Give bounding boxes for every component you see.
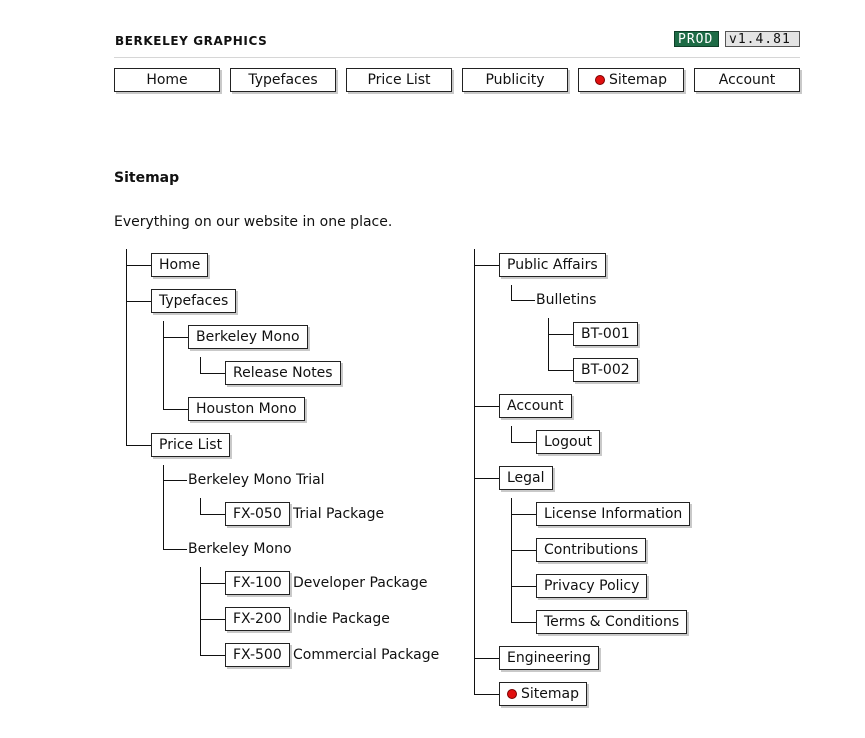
- tree-sitemap-label: Sitemap: [521, 686, 579, 702]
- tree-public-affairs[interactable]: Public Affairs: [499, 253, 606, 277]
- active-dot-icon: [507, 689, 517, 699]
- tree-contributions[interactable]: Contributions: [536, 538, 647, 562]
- tree-fx500-label: Commercial Package: [293, 647, 440, 663]
- tree-account[interactable]: Account: [499, 394, 572, 418]
- tree-terms-conditions[interactable]: Terms & Conditions: [536, 610, 688, 634]
- tree-group-bulletins: Bulletins: [536, 292, 597, 308]
- tree-group-berkeley-mono-trial: Berkeley Mono Trial: [188, 472, 325, 488]
- tree-fx200-label: Indie Package: [293, 611, 390, 627]
- brand-logo[interactable]: BERKELEY GRAPHICS: [115, 34, 268, 48]
- tree-fx200[interactable]: FX-200: [225, 607, 290, 631]
- nav-account[interactable]: Account: [694, 68, 800, 92]
- version-badge: v1.4.81: [725, 31, 800, 47]
- tree-legal[interactable]: Legal: [499, 466, 553, 490]
- tree-group-berkeley-mono: Berkeley Mono: [188, 541, 292, 557]
- active-dot-icon: [595, 75, 605, 85]
- tree-fx100-label: Developer Package: [293, 575, 428, 591]
- header-divider: [114, 57, 800, 58]
- tree-berkeley-mono[interactable]: Berkeley Mono: [188, 325, 308, 349]
- tree-privacy-policy[interactable]: Privacy Policy: [536, 574, 648, 598]
- tree-typefaces[interactable]: Typefaces: [151, 289, 237, 313]
- tree-sitemap[interactable]: Sitemap: [499, 682, 587, 706]
- nav-typefaces[interactable]: Typefaces: [230, 68, 336, 92]
- tree-fx500[interactable]: FX-500: [225, 643, 290, 667]
- environment-badge: PROD: [674, 31, 719, 47]
- tree-bt002[interactable]: BT-002: [573, 358, 638, 382]
- tree-home[interactable]: Home: [151, 253, 209, 277]
- nav-home[interactable]: Home: [114, 68, 220, 92]
- tree-fx100[interactable]: FX-100: [225, 571, 290, 595]
- tree-release-notes[interactable]: Release Notes: [225, 361, 341, 385]
- page-title: Sitemap: [114, 170, 180, 186]
- tree-license-information[interactable]: License Information: [536, 502, 691, 526]
- tree-engineering[interactable]: Engineering: [499, 646, 599, 670]
- tree-houston-mono[interactable]: Houston Mono: [188, 397, 305, 421]
- tree-bt001[interactable]: BT-001: [573, 322, 638, 346]
- tree-price-list[interactable]: Price List: [151, 433, 231, 457]
- page-description: Everything on our website in one place.: [114, 214, 393, 230]
- tree-fx050-label: Trial Package: [293, 506, 385, 522]
- tree-fx050[interactable]: FX-050: [225, 502, 290, 526]
- nav-publicity[interactable]: Publicity: [462, 68, 568, 92]
- nav-sitemap-label: Sitemap: [609, 72, 667, 88]
- nav-price-list[interactable]: Price List: [346, 68, 452, 92]
- tree-logout[interactable]: Logout: [536, 430, 600, 454]
- nav-sitemap[interactable]: Sitemap: [578, 68, 684, 92]
